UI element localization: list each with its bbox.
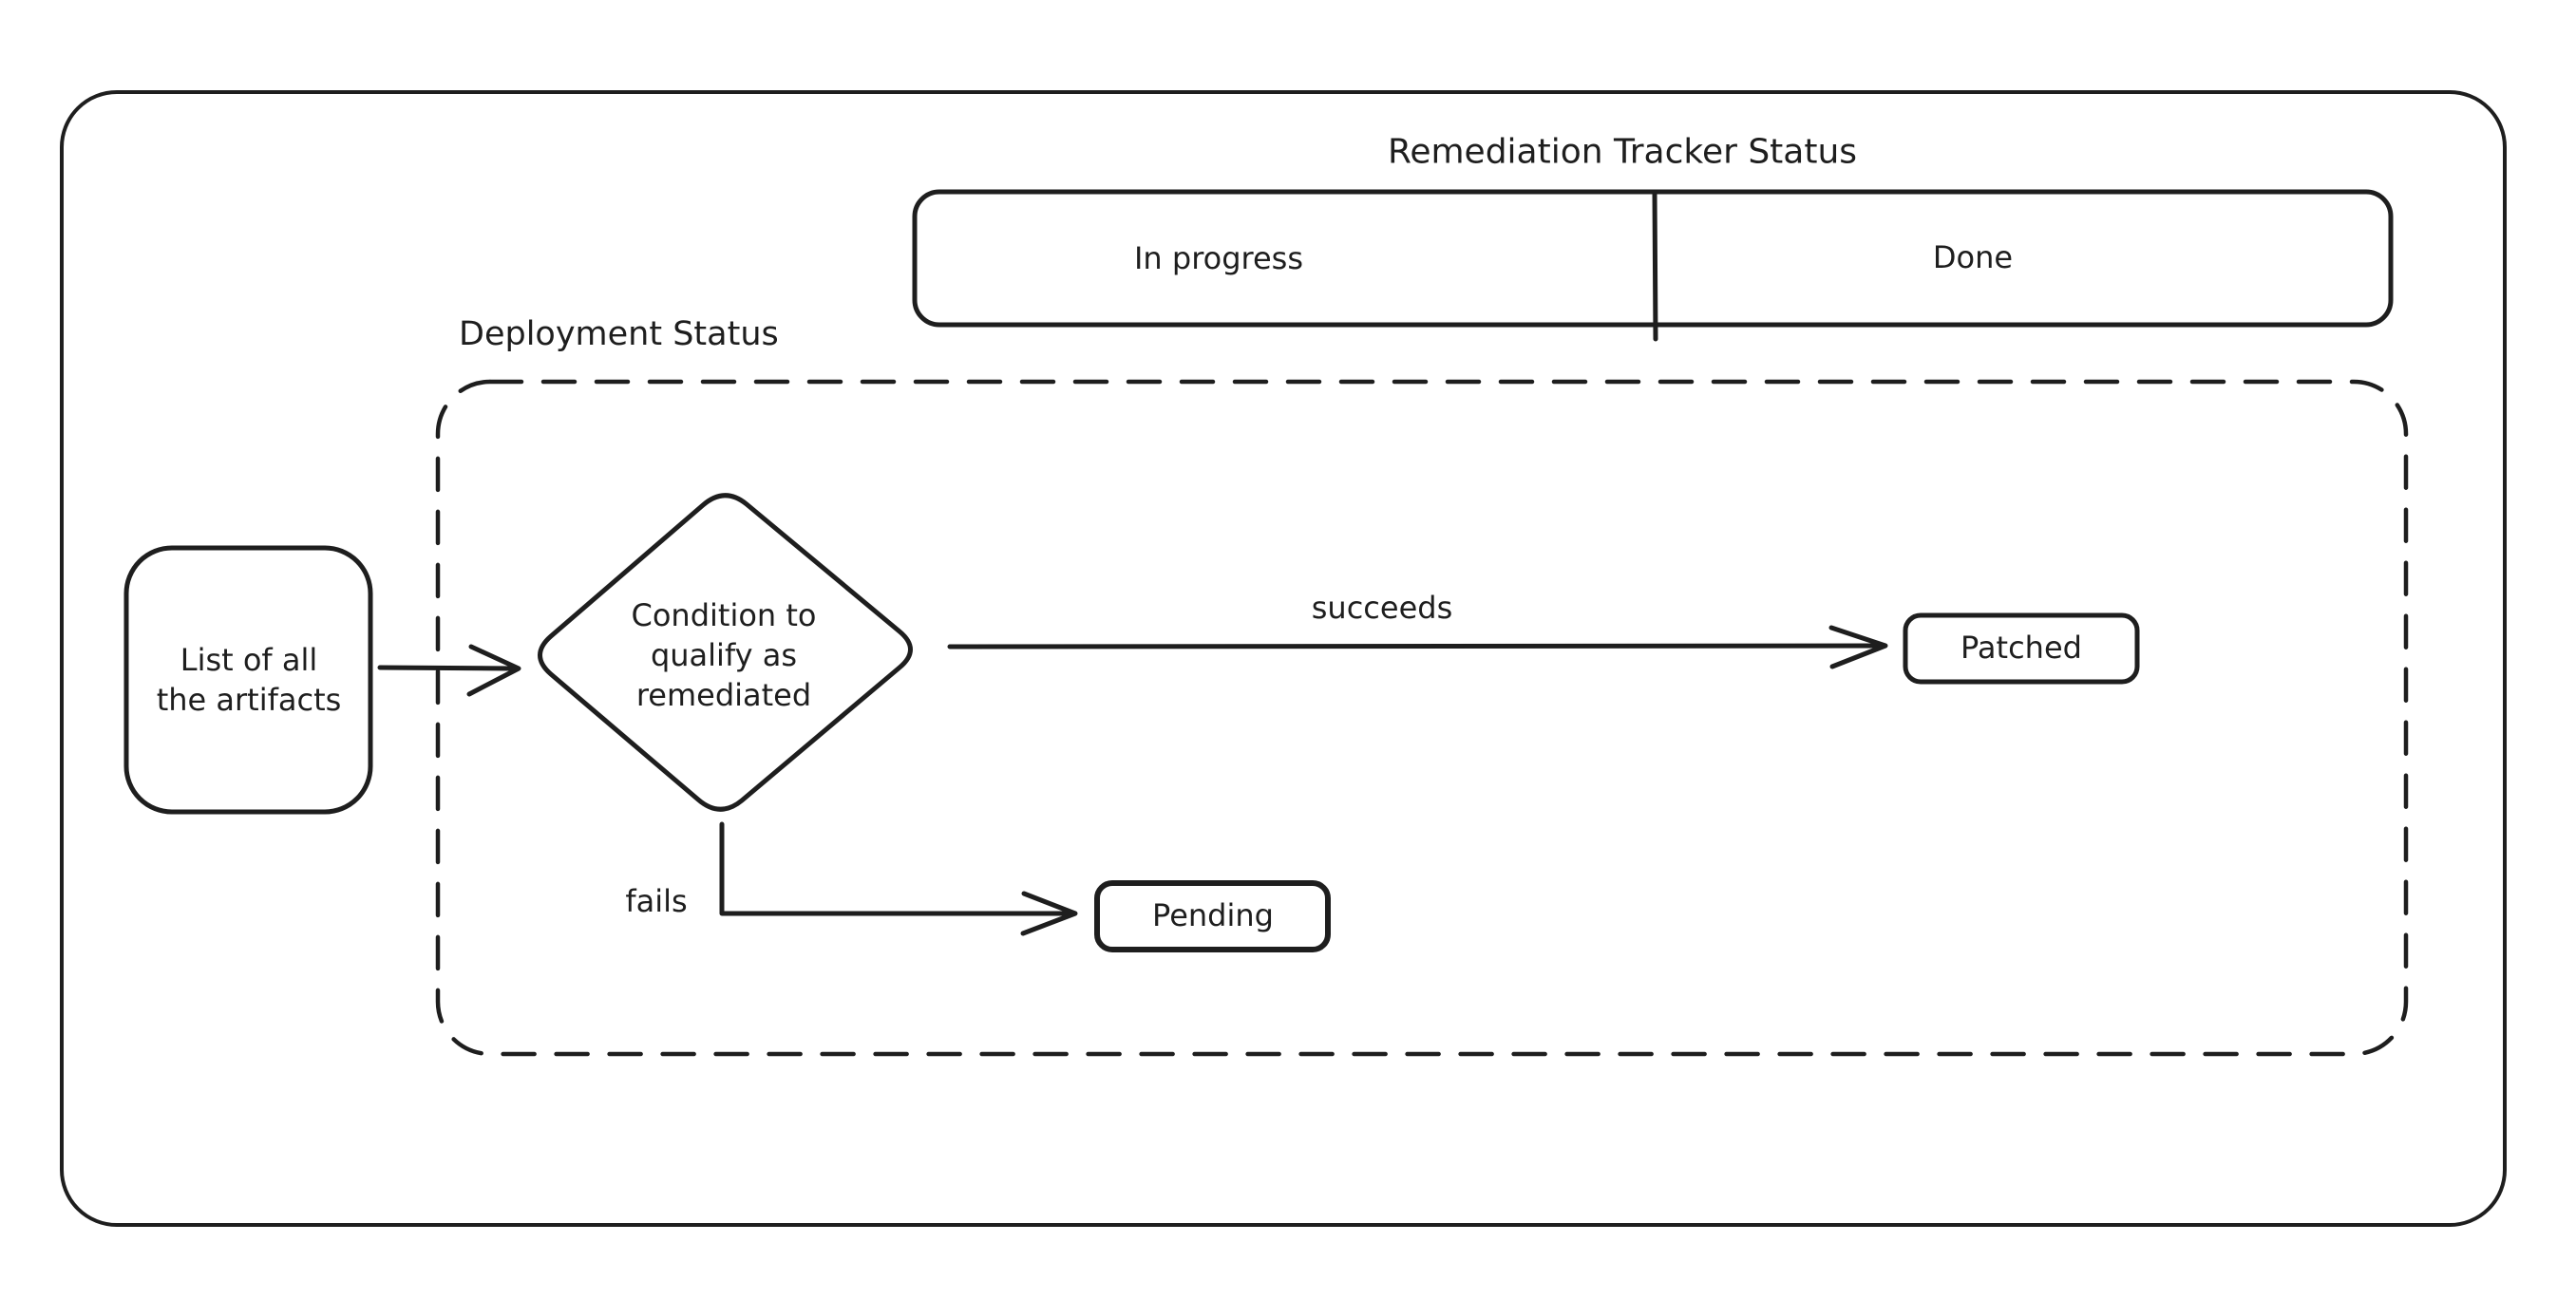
edge-succeeds-line [947, 643, 1885, 650]
pending-node-label: Pending [1152, 897, 1274, 933]
edge-succeeds-arrowhead-icon [1828, 625, 1888, 669]
source-node-label: List of all the artifacts [156, 642, 342, 718]
patched-node-label: Patched [1960, 630, 2082, 666]
tracker-column-in-progress: In progress [1133, 240, 1304, 276]
edge-fails-arrowhead-icon [1020, 891, 1078, 936]
outer-frame-shape [60, 90, 2507, 1227]
tracker-column-done: Done [1932, 239, 2014, 275]
patched-node-shape [1903, 612, 2140, 685]
edge-fails-line [719, 821, 1074, 916]
edge-fails-label: fails [625, 883, 688, 919]
condition-diamond-shape [538, 493, 913, 812]
deployment-region-label: Deployment Status [459, 315, 779, 353]
edge-source-arrowhead-icon [466, 644, 521, 697]
tracker-column-divider [1652, 190, 1658, 342]
deployment-region-shape [435, 379, 2409, 1057]
pending-node-shape [1094, 880, 1331, 952]
tracker-title: Remediation Tracker Status [1387, 132, 1858, 172]
condition-node-label: Condition to qualify as remediated [631, 597, 817, 713]
edge-succeeds-label: succeeds [1311, 590, 1453, 626]
source-node-shape [123, 545, 373, 815]
